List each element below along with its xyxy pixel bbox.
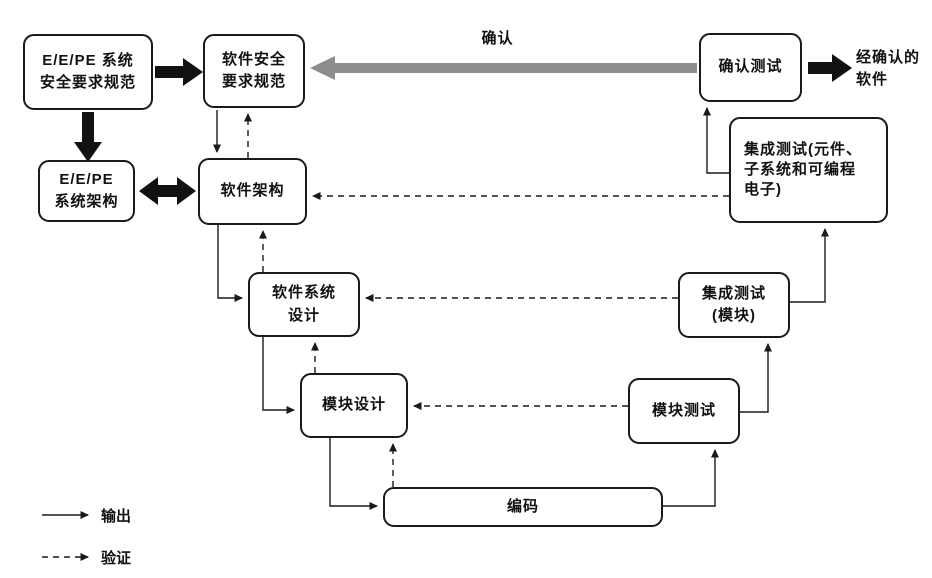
output-moduletest-to-integmodule	[740, 343, 772, 413]
node-coding: 编码	[383, 487, 663, 527]
node-module-testing: 模块测试	[628, 378, 740, 444]
validation-arrow	[310, 56, 697, 80]
node-eepe-safety-requirements: E/E/PE 系统 安全要求规范	[23, 34, 153, 110]
node-software-safety-requirements: 软件安全 要求规范	[203, 34, 305, 108]
block-arrow-eepesrs-to-swsrs	[155, 58, 203, 86]
block-arrow-eepesrs-to-eepearch	[74, 112, 102, 162]
output-swarch-to-swsysdesign	[217, 225, 243, 302]
output-swsysdesign-to-moduledesign	[262, 337, 295, 414]
node-integration-testing-pe: 集成测试(元件、 子系统和可编程 电子)	[729, 117, 888, 223]
output-integpe-to-validationtest	[703, 107, 729, 174]
verification-lines	[42, 113, 729, 561]
node-software-architecture: 软件架构	[198, 158, 307, 225]
block-arrows	[74, 54, 852, 205]
node-eepe-system-architecture: E/E/PE 系统架构	[38, 160, 135, 222]
output-lines	[42, 107, 829, 519]
confirmed-software-label: 经确认的 软件	[856, 49, 921, 88]
node-validation-testing: 确认测试	[699, 33, 802, 102]
legend-verification-label: 验证	[101, 550, 132, 567]
block-arrow-eepearch-swarch-bidirectional	[139, 177, 196, 205]
output-moduledesign-to-coding	[329, 438, 378, 510]
node-module-design: 模块设计	[300, 373, 408, 438]
legend-output-label: 输出	[101, 508, 132, 525]
validation-arrow-label: 确认	[481, 30, 514, 47]
output-integmodule-to-integpe	[790, 228, 829, 303]
node-integration-testing-module: 集成测试 (模块)	[678, 272, 790, 338]
output-coding-to-moduletest	[663, 449, 719, 507]
block-arrow-validationtest-to-confirmedsw	[808, 54, 852, 82]
node-software-system-design: 软件系统 设计	[248, 272, 360, 337]
